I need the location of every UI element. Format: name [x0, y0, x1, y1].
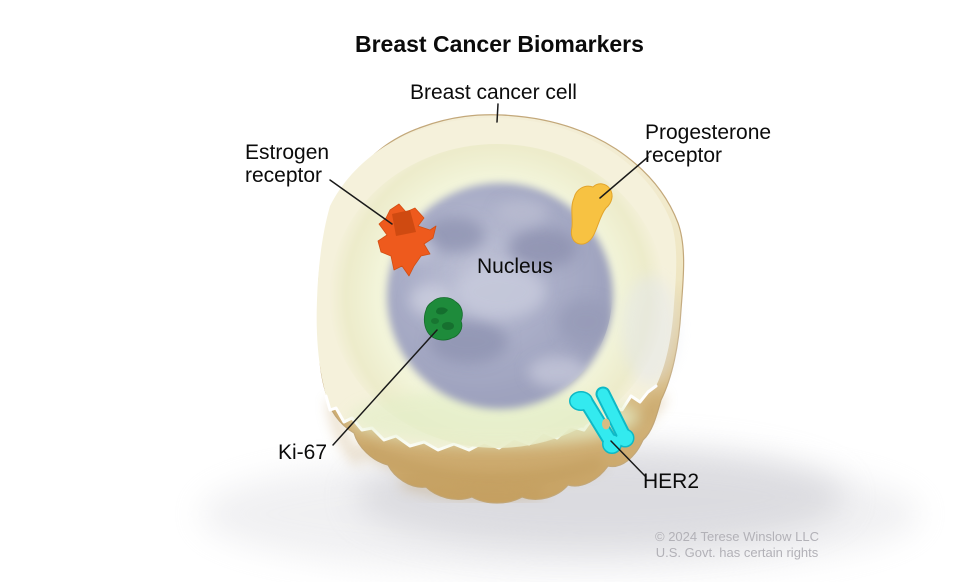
label-nucleus: Nucleus: [477, 255, 553, 278]
copyright-line1: © 2024 Terese Winslow LLC: [655, 529, 819, 544]
leader-line-her2: [610, 440, 647, 478]
leader-line-progesterone: [599, 156, 649, 199]
diagram-title: Breast Cancer Biomarkers: [355, 31, 644, 57]
nucleus-shape: [387, 183, 613, 409]
label-breast-cancer-cell: Breast cancer cell: [410, 81, 577, 104]
progesterone-receptor-shape: [570, 183, 613, 245]
her2-shape: [569, 386, 635, 454]
her2-membrane-gap: [602, 418, 610, 430]
basin-blue-tint: [622, 275, 678, 385]
leader-line-ki67: [332, 329, 438, 446]
label-progesterone-receptor: Progesterone receptor: [645, 121, 772, 167]
ki67-shape: [423, 297, 463, 341]
basin-green-tint: [350, 390, 640, 446]
copyright-credit: © 2024 Terese Winslow LLC U.S. Govt. has…: [648, 529, 826, 561]
label-ki67: Ki-67: [278, 441, 328, 464]
estrogen-receptor-shape: [377, 203, 437, 277]
leader-line-estrogen: [329, 179, 393, 225]
leader-line-cell: [496, 103, 499, 123]
label-her2: HER2: [643, 470, 700, 493]
copyright-line2: U.S. Govt. has certain rights: [655, 545, 819, 560]
label-estrogen-receptor: Estrogen receptor: [245, 141, 330, 187]
